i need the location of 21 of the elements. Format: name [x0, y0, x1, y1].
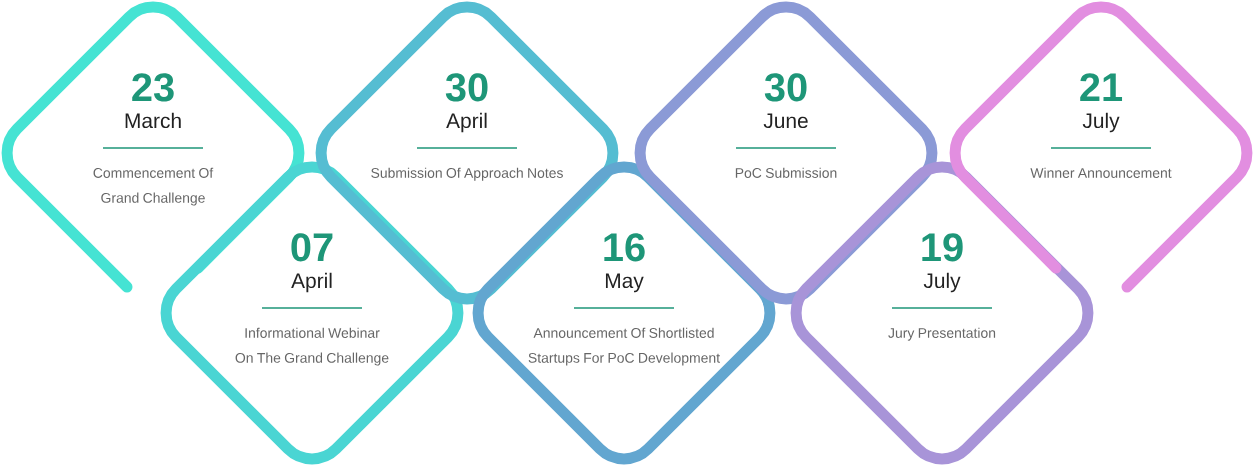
- day-number: 30: [764, 73, 807, 102]
- month-label: July: [1082, 112, 1120, 133]
- description-text: Commencement Of Grand Challenge: [93, 167, 214, 206]
- day-number: 07: [291, 233, 333, 262]
- month-label: June: [763, 113, 808, 129]
- description-text: Jury Presentation: [888, 327, 996, 341]
- day-number: 21: [1080, 73, 1123, 101]
- month-label: March: [125, 112, 181, 129]
- day-number: 16: [604, 233, 645, 262]
- day-number: 19: [922, 233, 963, 262]
- day-number: 30: [445, 73, 488, 102]
- description-text: Winner Announcement: [1030, 167, 1172, 178]
- month-label: May: [605, 273, 644, 293]
- description-text: Submission Of Approach Notes: [371, 167, 563, 181]
- month-label: July: [923, 272, 961, 293]
- day-number: 23: [132, 73, 174, 102]
- month-label: April: [291, 272, 332, 293]
- description-text: Announcement Of Shortlisted Startups For PoC Development: [528, 327, 720, 366]
- month-label: April: [446, 112, 487, 133]
- description-text: PoC Submission: [735, 167, 837, 178]
- description-text: Informational Webinar On The Grand Challenge: [235, 327, 389, 366]
